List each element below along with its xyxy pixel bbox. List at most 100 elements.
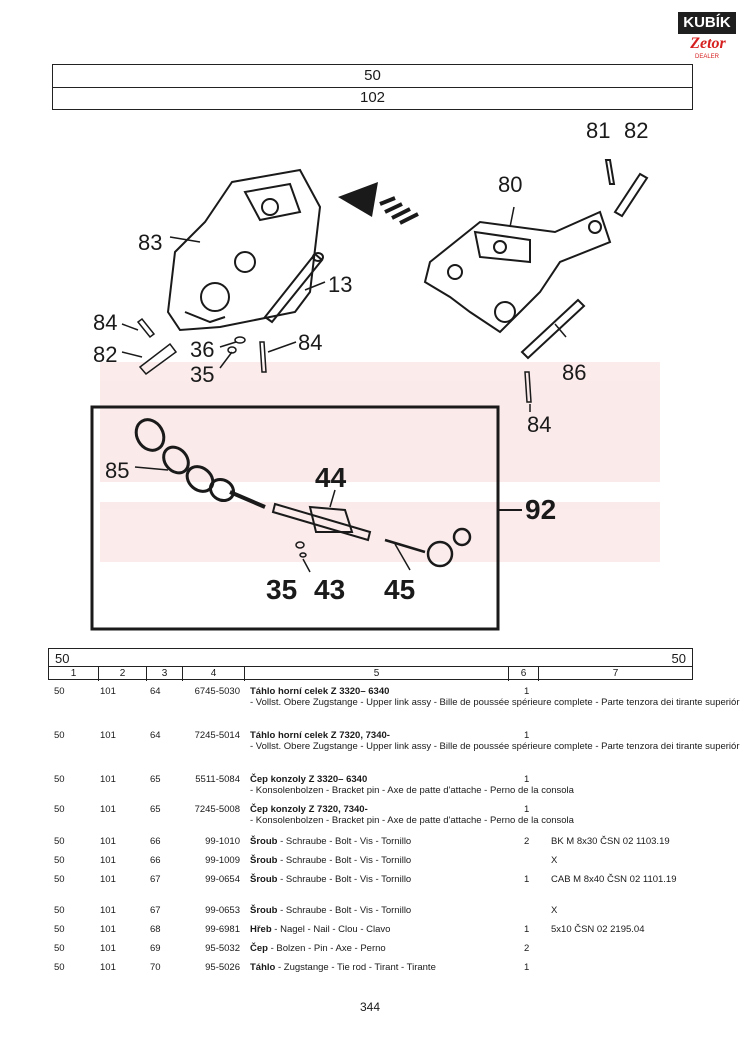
cell-quantity: 2 [524, 836, 530, 847]
cell-description: Šroub - Schraube - Bolt - Vis - Tornillo [250, 905, 510, 916]
part-name: Táhlo horní celek Z 7320, 7340- [250, 730, 390, 741]
cell-quantity: 1 [524, 874, 530, 885]
callout-44: 44 [315, 462, 347, 493]
callout-83: 83 [138, 230, 163, 255]
cell-note: X [551, 905, 558, 916]
pin-13 [263, 252, 324, 324]
part-translations: - Nagel - Nail - Clou - Clavo [271, 924, 391, 935]
column-header-6: 6 [509, 667, 539, 681]
cell-part-number: 7245-5014 [194, 730, 240, 741]
pins-81-82 [604, 159, 649, 218]
cell-quantity: 2 [524, 943, 530, 954]
small-fasteners-left [136, 317, 267, 376]
subgroup-number: 102 [359, 89, 386, 106]
part-translations: - Schraube - Bolt - Vis - Tornillo [277, 874, 412, 885]
cell-position: 65 [150, 774, 161, 785]
turnbuckle-44 [271, 502, 372, 542]
leader-lines [121, 206, 567, 573]
cell-subgroup: 101 [100, 874, 116, 885]
logo-sub: Zetor [690, 35, 726, 52]
bracket-80 [423, 210, 612, 334]
cell-description: Čep - Bolzen - Pin - Axe - Perno [250, 943, 510, 954]
bracket-83 [166, 168, 322, 332]
callout-43: 43 [314, 574, 346, 605]
cell-subgroup: 101 [100, 855, 116, 866]
section-number-right: 50 [671, 651, 686, 666]
column-headers: 1 2 3 4 5 6 7 [49, 666, 692, 681]
cell-description: Čep konzoly Z 7320, 7340- - Konsolenbolz… [250, 804, 574, 826]
cell-quantity: 1 [524, 686, 530, 697]
cell-note: 5x10 ČSN 02 2195.04 [551, 924, 645, 935]
small-parts-35-43 [295, 541, 307, 558]
part-name: Táhlo [250, 962, 276, 973]
cell-group: 50 [54, 730, 65, 741]
cell-part-number: 99-1010 [205, 836, 240, 847]
callout-92: 92 [525, 494, 557, 525]
dealer-logo: KUBÍK Zetor DEALER [678, 12, 736, 64]
part-translations: - Bolzen - Pin - Axe - Perno [267, 943, 386, 954]
cell-position: 64 [150, 730, 161, 741]
column-header-2: 2 [99, 667, 147, 681]
cell-position: 66 [150, 855, 161, 866]
part-name: Šroub [250, 905, 278, 916]
cell-part-number: 6745-5030 [194, 686, 240, 697]
chain-85 [134, 418, 266, 509]
callout-35-top: 35 [190, 362, 215, 387]
cell-part-number: 99-1009 [205, 855, 240, 866]
cell-subgroup: 101 [100, 804, 116, 815]
cell-group: 50 [54, 943, 65, 954]
cell-description: Šroub - Schraube - Bolt - Vis - Tornillo [250, 874, 510, 885]
column-header-4: 4 [183, 667, 245, 681]
cell-group: 50 [54, 962, 65, 973]
logo-dealer: DEALER [694, 54, 719, 60]
cell-subgroup: 101 [100, 686, 116, 697]
cell-group: 50 [54, 686, 65, 697]
cell-subgroup: 101 [100, 962, 116, 973]
cell-part-number: 99-0653 [205, 905, 240, 916]
cell-quantity: 1 [524, 924, 530, 935]
part-name: Čep [250, 943, 268, 954]
parts-table-header: 50 50 1 2 3 4 5 6 7 [48, 648, 693, 681]
end-link-45 [384, 527, 472, 568]
cell-description: Táhlo horní celek Z 7320, 7340-- Vollst.… [250, 730, 740, 752]
column-header-7: 7 [612, 668, 619, 679]
cell-group: 50 [54, 905, 65, 916]
cell-part-number: 95-5032 [205, 943, 240, 954]
page-number: 344 [359, 1000, 381, 1014]
cell-group: 50 [54, 774, 65, 785]
callout-35-bottom: 35 [266, 574, 298, 605]
diagram-drawing [90, 159, 660, 631]
logo-brand: KUBÍK [678, 12, 736, 34]
part-name: Šroub [250, 874, 278, 885]
cell-subgroup: 101 [100, 943, 116, 954]
callout-84-right: 84 [527, 412, 552, 437]
cell-position: 66 [150, 836, 161, 847]
callout-80: 80 [498, 172, 523, 197]
callout-85: 85 [105, 458, 130, 483]
callout-82-left: 82 [93, 342, 118, 367]
cell-quantity: 1 [524, 730, 530, 741]
small-pin-84-right [524, 371, 532, 403]
cell-group: 50 [54, 855, 65, 866]
callout-84-middle: 84 [298, 330, 323, 355]
cell-position: 69 [150, 943, 161, 954]
exploded-parts-diagram: 81 82 80 83 13 84 82 36 35 84 86 84 85 4… [0, 112, 743, 642]
cell-note: BK M 8x30 ČSN 02 1103.19 [551, 836, 670, 847]
direction-arrow [338, 182, 419, 225]
part-translations: - Schraube - Bolt - Vis - Tornillo [277, 836, 412, 847]
part-translations: - Konsolenbolzen - Bracket pin - Axe de … [250, 815, 574, 826]
cell-note: X [551, 855, 558, 866]
cell-position: 70 [150, 962, 161, 973]
part-name: Šroub [250, 855, 278, 866]
column-header-3: 3 [147, 667, 183, 681]
assembly-92-frame [90, 405, 500, 631]
cell-quantity: 1 [524, 962, 530, 973]
cell-description: Táhlo horní celek Z 3320– 6340 - Vollst.… [250, 686, 740, 708]
cell-quantity: 1 [524, 774, 530, 785]
part-translations: - Vollst. Obere Zugstange - Upper link a… [250, 741, 740, 752]
part-translations: - Zugstange - Tie rod - Tirant - Tirante [275, 962, 436, 973]
part-translations: - Schraube - Bolt - Vis - Tornillo [277, 855, 412, 866]
column-header-1: 1 [49, 667, 99, 681]
cell-position: 67 [150, 874, 161, 885]
part-translations: - Vollst. Obere Zugstange - Upper link a… [250, 697, 740, 708]
